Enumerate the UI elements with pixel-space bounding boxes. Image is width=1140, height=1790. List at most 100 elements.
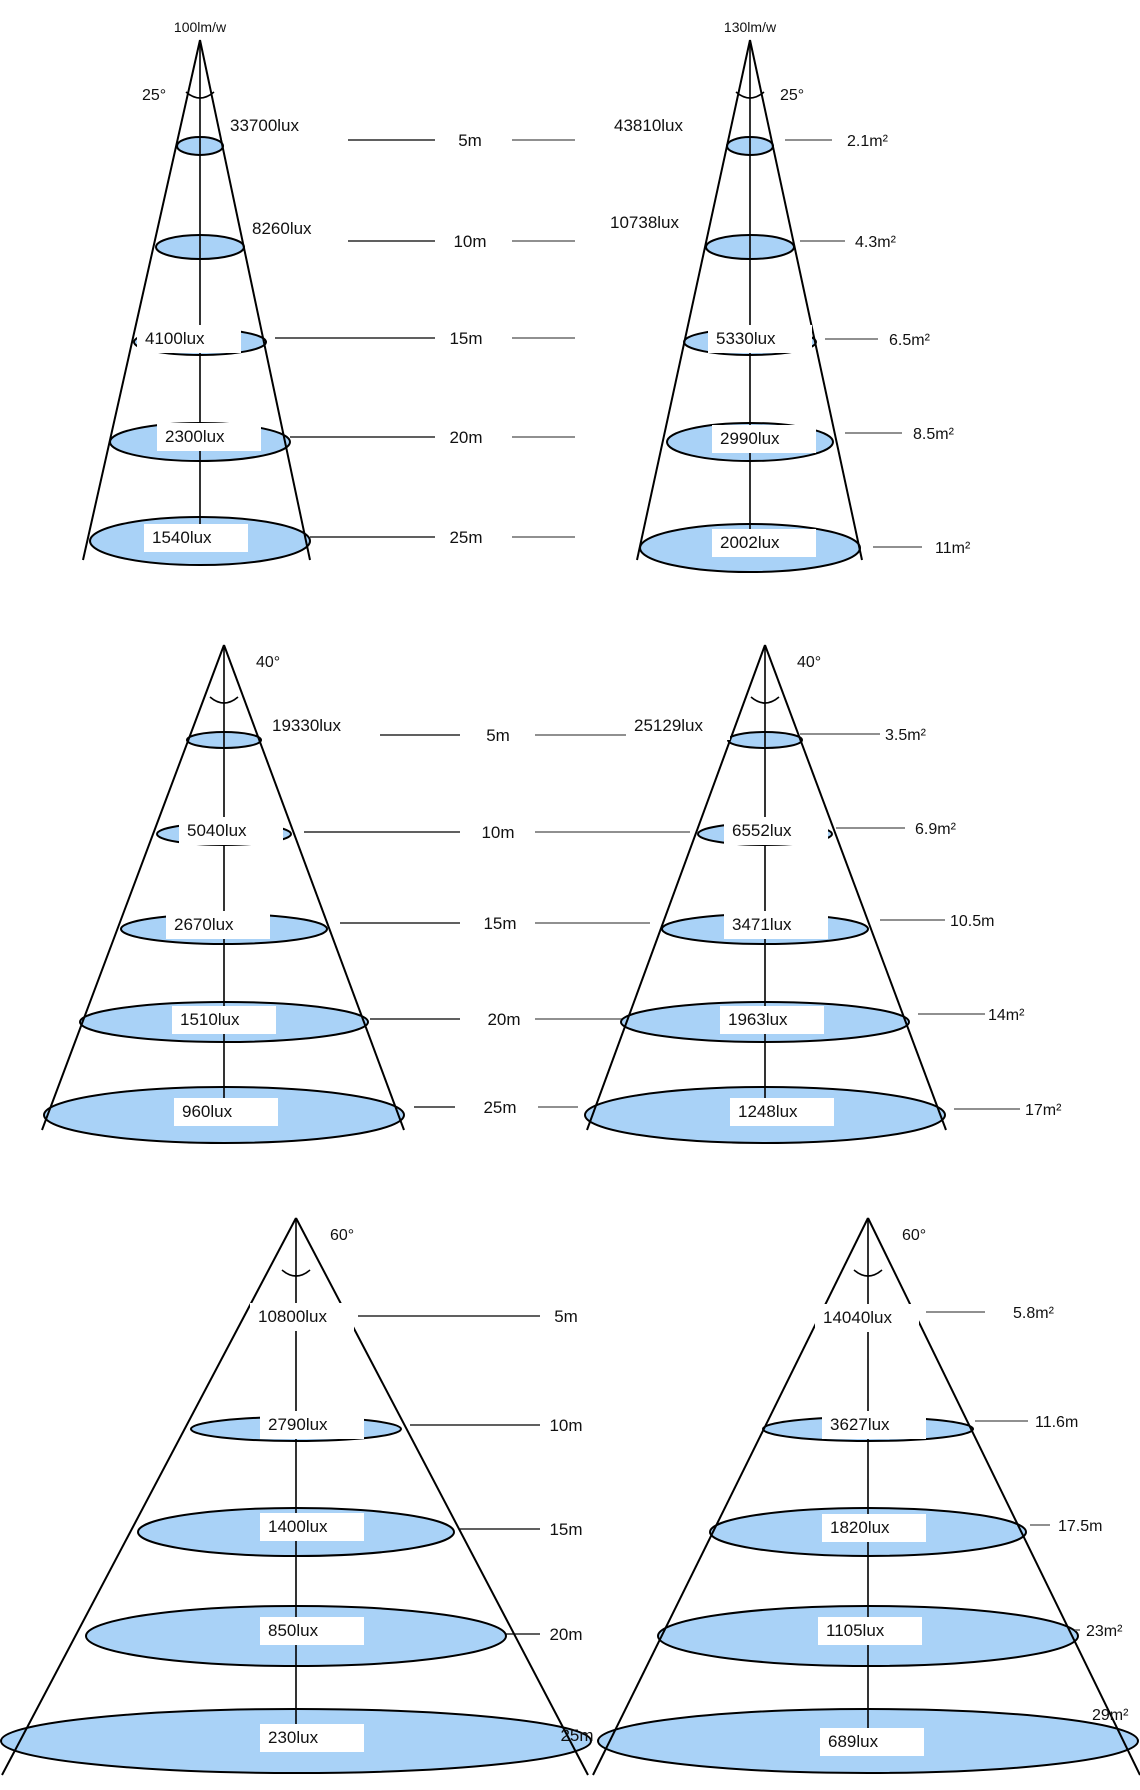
lux-value: 1820lux	[830, 1518, 890, 1537]
label-background	[179, 817, 283, 845]
cone-right-edge	[295, 1217, 589, 1776]
area-label: 29m²	[1092, 1707, 1129, 1724]
label-background	[144, 524, 248, 552]
beam-angle-label: 25°	[780, 87, 804, 104]
label-background	[244, 215, 348, 243]
lux-value: 230lux	[268, 1728, 319, 1747]
beam-angle-label: 60°	[902, 1227, 926, 1244]
lux-value: 19330lux	[272, 716, 342, 735]
distance-label: 5m	[554, 1307, 578, 1326]
distance-label: 15m	[549, 1520, 582, 1539]
cone-left-edge	[636, 39, 751, 561]
area-label: 6.9m²	[915, 821, 957, 838]
distance-label: 10m	[453, 232, 486, 251]
label-background	[708, 325, 812, 353]
label-background	[250, 1303, 354, 1331]
lux-value: 3627lux	[830, 1415, 890, 1434]
area-label: 8.5m²	[913, 426, 955, 443]
lux-value: 2990lux	[720, 429, 780, 448]
label-background	[166, 911, 270, 939]
area-label: 11.6m	[1035, 1414, 1078, 1431]
label-background	[626, 712, 730, 740]
area-label: 3.5m²	[885, 727, 927, 744]
distance-label: 5m	[458, 131, 482, 150]
area-label: 2.1m²	[847, 133, 889, 150]
distance-label: 25m	[449, 528, 482, 547]
area-label: 6.5m²	[889, 332, 931, 349]
label-background	[820, 1728, 924, 1756]
lux-value: 4100lux	[145, 329, 205, 348]
label-background	[724, 911, 828, 939]
distance-label: 20m	[449, 428, 482, 447]
label-background	[137, 325, 241, 353]
label-background	[822, 1514, 926, 1542]
distance-label: 5m	[486, 726, 510, 745]
label-background	[712, 529, 816, 557]
beam-angle-label: 60°	[330, 1227, 354, 1244]
lux-value: 8260lux	[252, 219, 312, 238]
label-background	[174, 1098, 278, 1126]
label-background	[264, 712, 368, 740]
lux-value: 1248lux	[738, 1102, 798, 1121]
label-background	[815, 1304, 919, 1332]
lux-value: 850lux	[268, 1621, 319, 1640]
cone-left-edge	[592, 1217, 869, 1776]
beam-angle-arc	[853, 1269, 883, 1277]
lux-value: 43810lux	[614, 116, 684, 135]
label-background	[222, 112, 326, 140]
beam-angle-arc	[209, 696, 239, 704]
lux-value: 1963lux	[728, 1010, 788, 1029]
distance-label: 20m	[487, 1010, 520, 1029]
cone-left-edge	[82, 39, 201, 561]
beam-angle-label: 40°	[256, 654, 280, 671]
label-background	[260, 1617, 364, 1645]
lux-value: 14040lux	[823, 1308, 893, 1327]
area-label: 17m²	[1025, 1102, 1062, 1119]
label-background	[172, 1006, 276, 1034]
label-background	[818, 1617, 922, 1645]
label-background	[720, 1006, 824, 1034]
lux-value: 5330lux	[716, 329, 776, 348]
lux-value: 10738lux	[610, 213, 680, 232]
label-background	[260, 1513, 364, 1541]
area-label: 23m²	[1086, 1623, 1123, 1640]
label-background	[724, 817, 828, 845]
lux-value: 960lux	[182, 1102, 233, 1121]
lux-value: 2790lux	[268, 1415, 328, 1434]
lux-value: 6552lux	[732, 821, 792, 840]
area-label: 4.3m²	[855, 234, 897, 251]
area-label: 17.5m	[1058, 1518, 1102, 1535]
label-background	[712, 425, 816, 453]
beam-angle-arc	[735, 91, 765, 99]
lux-value: 689lux	[828, 1732, 879, 1751]
distance-label: 10m	[481, 823, 514, 842]
beam-angle-label: 40°	[797, 654, 821, 671]
beam-angle-arc	[750, 696, 780, 704]
lux-value: 1105lux	[826, 1621, 885, 1640]
distance-label: 15m	[483, 914, 516, 933]
label-background	[606, 112, 710, 140]
cone-right-edge	[223, 644, 405, 1131]
label-background	[730, 1098, 834, 1126]
cone-left-edge	[586, 644, 766, 1131]
label-background	[157, 423, 261, 451]
cone-left-edge	[1, 1217, 297, 1776]
cone-left-edge	[41, 644, 225, 1131]
area-label: 11m²	[935, 540, 971, 557]
lux-value: 1510lux	[180, 1010, 240, 1029]
lux-value: 5040lux	[187, 821, 247, 840]
distance-label: 25m	[483, 1098, 516, 1117]
lux-value: 25129lux	[634, 716, 704, 735]
lux-value: 1540lux	[152, 528, 212, 547]
lux-value: 2670lux	[174, 915, 234, 934]
lux-value: 33700lux	[230, 116, 300, 135]
lux-value: 3471lux	[732, 915, 792, 934]
cone-right-edge	[749, 39, 863, 561]
lux-value: 2300lux	[165, 427, 225, 446]
distance-label: 15m	[449, 329, 482, 348]
cone-right-edge	[764, 644, 947, 1131]
cone-right-edge	[867, 1217, 1140, 1776]
distance-label: 10m	[549, 1416, 582, 1435]
efficacy-label: 130lm/w	[724, 19, 777, 35]
